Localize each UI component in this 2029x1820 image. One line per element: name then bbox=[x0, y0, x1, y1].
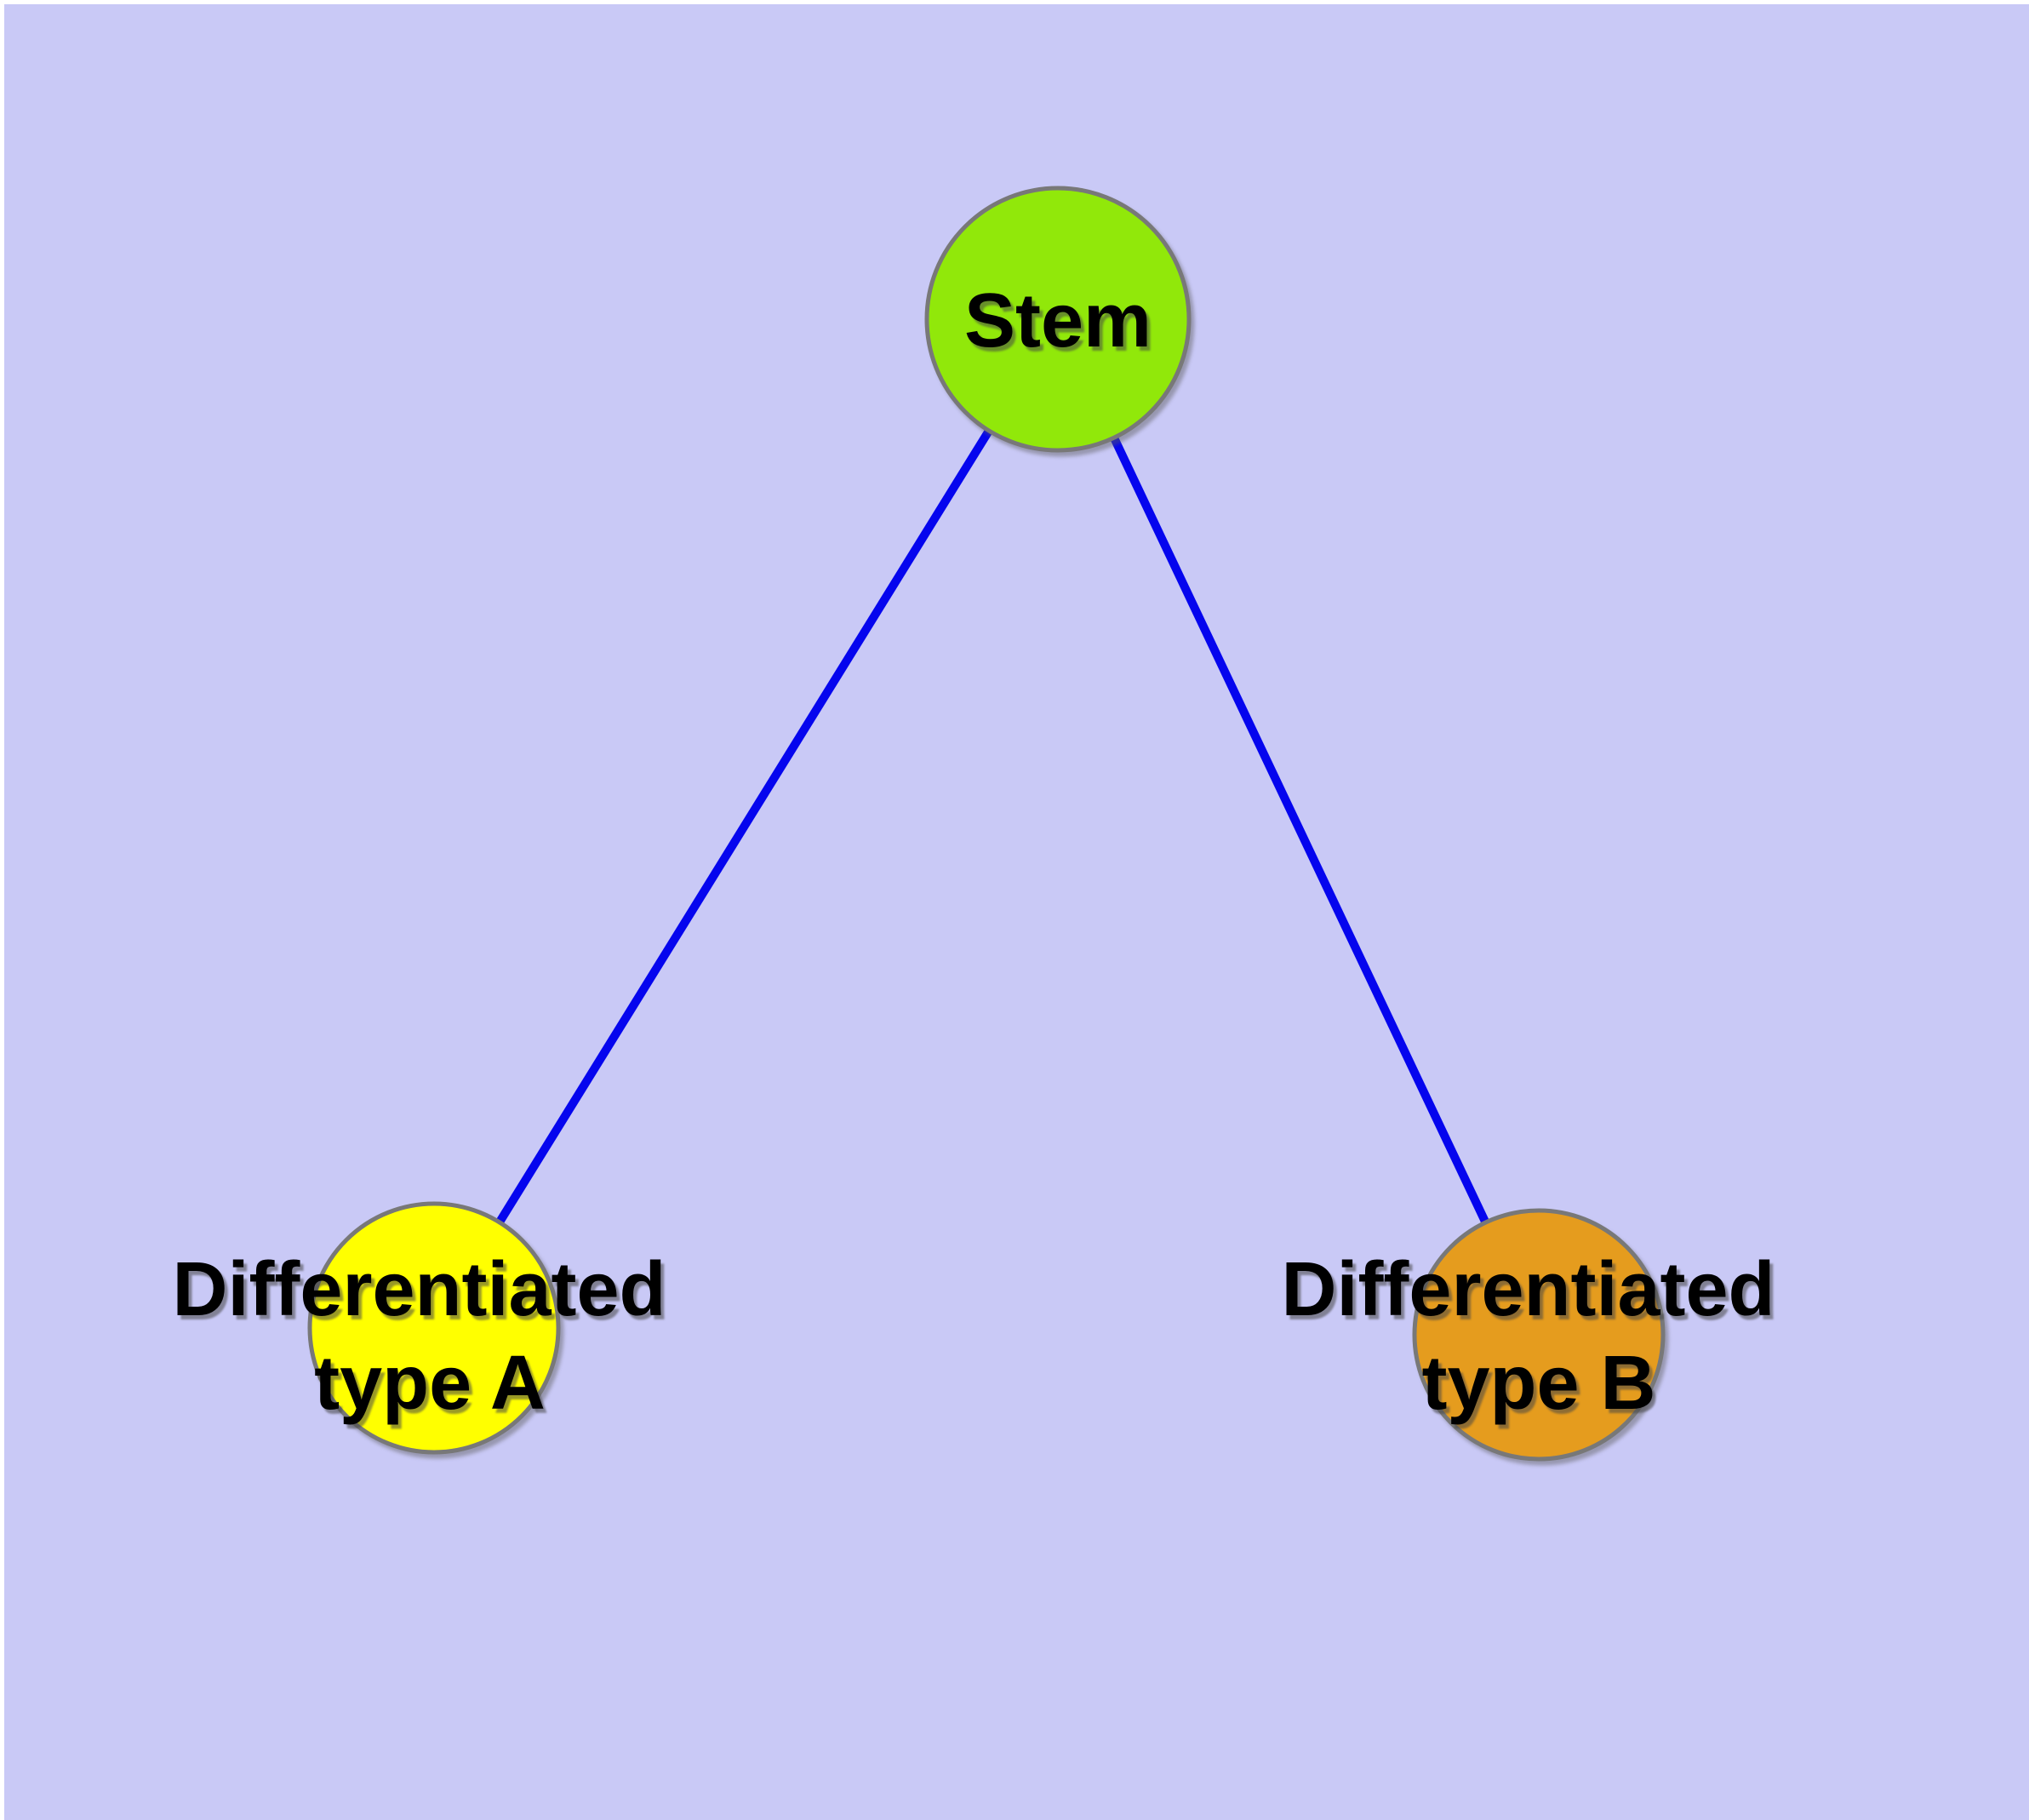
node-stem-circle bbox=[924, 186, 1192, 453]
node-type-a-circle bbox=[307, 1201, 561, 1455]
node-type-a-label: Differentiated type A bbox=[172, 1247, 687, 1426]
node-stem-label: Stem bbox=[964, 278, 1152, 363]
node-type-b-label: Differentiated type B bbox=[1281, 1247, 1796, 1426]
node-type-a-label-line2: type A bbox=[314, 1341, 546, 1426]
node-type-b-label-line2: type B bbox=[1421, 1341, 1655, 1426]
node-type-b-label-line1: Differentiated bbox=[1281, 1247, 1775, 1332]
edge-stem-to-type-a bbox=[430, 317, 1062, 1331]
edge-stem-to-type-b bbox=[1054, 317, 1543, 1337]
node-type-b-circle bbox=[1412, 1208, 1666, 1462]
node-type-a-label-line1: Differentiated bbox=[172, 1247, 666, 1332]
